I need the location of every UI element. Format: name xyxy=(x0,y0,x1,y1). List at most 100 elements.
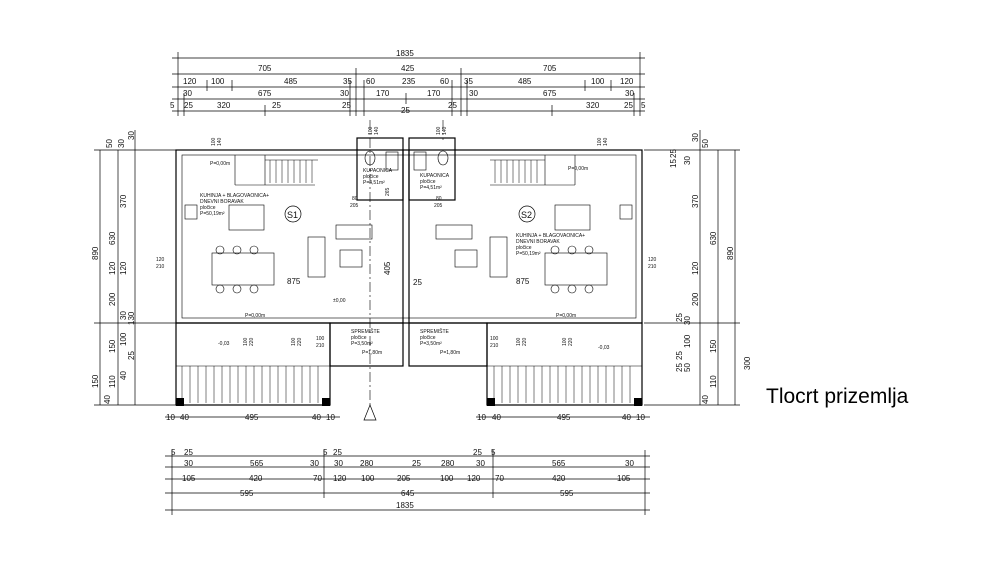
top-window-100-r: 100 xyxy=(597,137,603,146)
room-storage-left-line: P=3,50m² xyxy=(351,341,373,347)
dim-right-mid: 370 xyxy=(691,194,700,208)
right-dimension-lines xyxy=(644,130,740,406)
dim-top-r4: 30 xyxy=(183,89,192,98)
dim-bottom-r3: 70 xyxy=(313,474,322,483)
dim-right-inner: 30 xyxy=(691,133,700,142)
inner-dimension-labels: 875 875 405 265 25 80 205 80 205 120 210… xyxy=(156,126,657,349)
dim-top-r3: 60 xyxy=(440,77,449,86)
top-window-140-mr: 140 xyxy=(442,126,448,135)
dim-top-r3: 60 xyxy=(366,77,375,86)
level-p000-top-right: P=0,00m xyxy=(568,166,588,172)
dim-terrace: 10 xyxy=(166,413,175,422)
dim-right-inner: 40 xyxy=(701,395,710,404)
room-storage-left-line: pločice xyxy=(351,335,367,341)
dim-top-r5: 320 xyxy=(586,101,600,110)
dim-bottom-r2: 30 xyxy=(184,459,193,468)
dim-right-inner: 15 xyxy=(669,159,678,168)
dim-405: 405 xyxy=(383,261,392,275)
door-80-left: 80 xyxy=(352,196,358,202)
top-window-100-mr: 100 xyxy=(436,126,442,135)
dim-right-inner: 50 xyxy=(701,139,710,148)
dim-left-mid: 120 xyxy=(108,261,117,275)
toilet-right xyxy=(437,150,449,166)
dim-left-inner: 130 xyxy=(127,311,136,325)
dim-right-inner: 50 xyxy=(683,363,692,372)
dim-right-mid: 200 xyxy=(691,292,700,306)
level-m003-right: -0,03 xyxy=(598,345,610,351)
dim-875-left: 875 xyxy=(287,277,301,286)
window-100-d: 100 xyxy=(562,337,568,346)
door-100-left: 100 xyxy=(316,336,325,342)
dim-25-mid: 25 xyxy=(413,278,422,287)
unit-label-s1: S1 xyxy=(287,210,298,220)
dim-top-r5: 320 xyxy=(217,101,231,110)
top-window-100: 100 xyxy=(211,137,217,146)
room-storage-right-line: pločice xyxy=(420,335,436,341)
dim-right-inner: 30 xyxy=(683,316,692,325)
room-living-left-line: KUHINJA + BLAGOVAONICA+ xyxy=(200,193,269,199)
coffee-table-left xyxy=(339,249,363,268)
stairs-right xyxy=(490,159,545,183)
terrace-right xyxy=(486,322,643,406)
dim-top-r5: 25 xyxy=(448,101,457,110)
dim-875-right: 875 xyxy=(516,277,530,286)
window-220-b: 220 xyxy=(297,337,303,346)
dim-bottom-r2: 280 xyxy=(441,459,455,468)
dim-top-r3: 120 xyxy=(183,77,197,86)
stove-left xyxy=(184,204,198,220)
top-window-140: 140 xyxy=(217,137,223,146)
dim-bottom-r2: 30 xyxy=(334,459,343,468)
dim-bottom-r3: 70 xyxy=(495,474,504,483)
dim-right-outer: 300 xyxy=(743,356,752,370)
shower-right xyxy=(413,151,427,171)
dim-top-r4: 30 xyxy=(469,89,478,98)
door-205-left: 205 xyxy=(350,203,359,209)
dim-bottom-r3: 100 xyxy=(361,474,375,483)
sofa-side-left xyxy=(307,236,326,278)
room-bath-left-line: P=4,51m² xyxy=(363,180,385,186)
dim-bottom-r4: 595 xyxy=(560,489,574,498)
dim-bottom-r1: 25 xyxy=(473,448,482,457)
dim-bottom-r3: 420 xyxy=(552,474,566,483)
dim-bottom-r4: 595 xyxy=(240,489,254,498)
dining-table-left xyxy=(211,252,275,286)
level-p000-right: P=0,00m xyxy=(556,313,576,319)
unit-labels: S1 S2 xyxy=(284,205,536,223)
dim-bottom-r1: 25 xyxy=(184,448,193,457)
room-living-right-line: P=50,19m² xyxy=(516,251,541,257)
door-210-right: 210 xyxy=(490,343,499,349)
level-p180-right: P=1,80m xyxy=(440,350,460,356)
furniture-left xyxy=(184,204,373,294)
dim-bottom-r3: 105 xyxy=(617,474,631,483)
section-marker xyxy=(363,404,377,421)
level-mid: ±0,00 xyxy=(333,298,346,304)
dim-left-inner: 25 xyxy=(127,351,136,360)
dim-left-inner: 40 xyxy=(103,395,112,404)
dim-bottom-r2: 30 xyxy=(476,459,485,468)
level-p000-top: P=0,00m xyxy=(210,161,230,167)
dim-bottom-r1: 5 xyxy=(323,448,328,457)
dim-top-r3: 35 xyxy=(343,77,352,86)
room-texts: KUHINJA + BLAGOVAONICA+ DNEVNI BORAVAK p… xyxy=(200,168,585,347)
dim-terrace: 495 xyxy=(245,413,259,422)
dim-top-r4: 30 xyxy=(625,89,634,98)
dim-left-inner: 30 xyxy=(117,139,126,148)
dim-top-r5: 25 xyxy=(272,101,281,110)
door-100-right: 100 xyxy=(490,336,499,342)
dim-top-r3: 100 xyxy=(211,77,225,86)
stairs-left xyxy=(265,159,318,183)
dim-left-inner: 30 xyxy=(119,311,128,320)
window-210-left: 210 xyxy=(156,264,165,270)
dim-bottom-total: 1835 xyxy=(396,501,414,510)
room-bath-left-line: pločice xyxy=(363,174,379,180)
dim-top-r5: 25 xyxy=(401,106,410,115)
dim-top-r3: 100 xyxy=(591,77,605,86)
dim-left-mid: 150 xyxy=(108,339,117,353)
window-220-a: 220 xyxy=(249,337,255,346)
dim-top-total: 1835 xyxy=(396,49,414,58)
dim-bottom-r3: 120 xyxy=(467,474,481,483)
door-210-left: 210 xyxy=(316,343,325,349)
door-80-right: 80 xyxy=(436,196,442,202)
dim-terrace: 10 xyxy=(326,413,335,422)
